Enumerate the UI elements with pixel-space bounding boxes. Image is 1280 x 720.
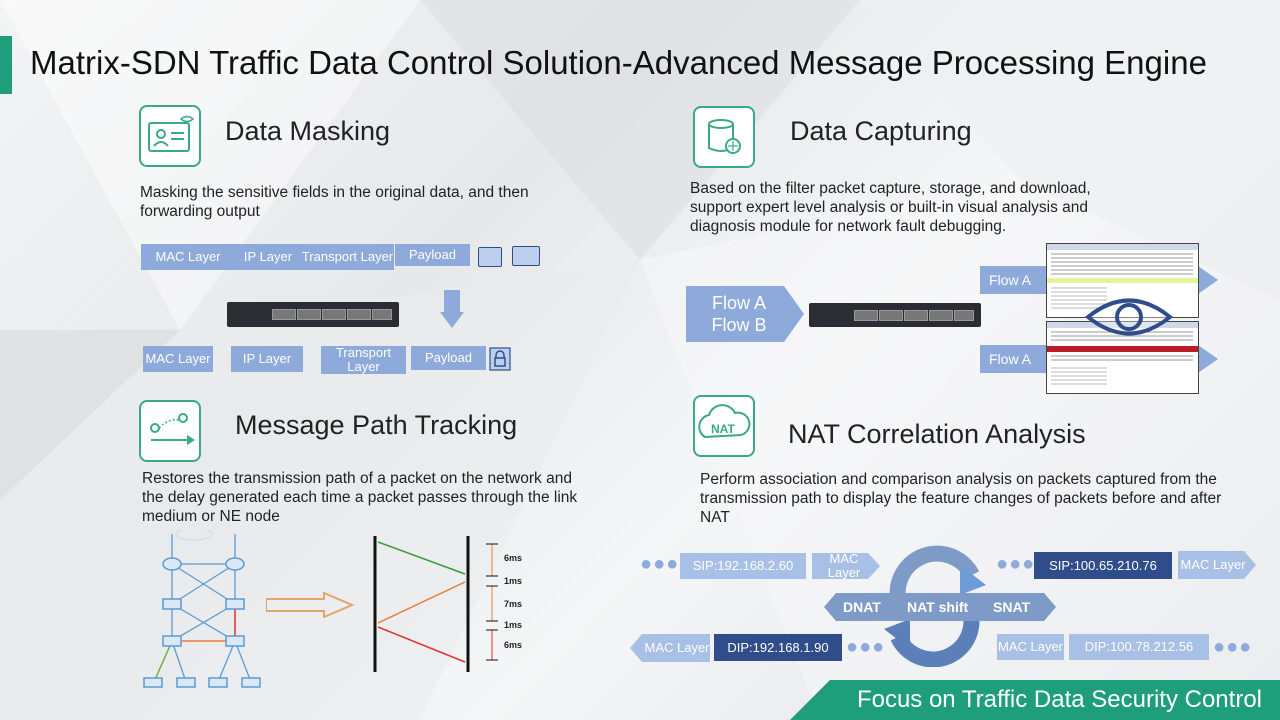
sip-public: SIP:100.65.210.76 xyxy=(1034,552,1172,579)
footer-text: Focus on Traffic Data Security Control xyxy=(856,686,1262,713)
nat-shift-label: NAT shift xyxy=(907,599,969,615)
masking-transport-layer-top: Transport Layer xyxy=(301,244,394,270)
nat-icon: NAT xyxy=(693,395,755,457)
flow-input-labels: Flow A Flow B xyxy=(700,292,778,336)
delay-label-2: 1ms xyxy=(504,576,523,586)
tracking-description: Restores the transmission path of a pack… xyxy=(142,470,578,525)
sip-private: SIP:192.168.2.60 xyxy=(680,553,806,579)
eye-icon xyxy=(1084,298,1174,336)
network-topology-diagram xyxy=(143,530,261,688)
mac-layer-arrow-2 xyxy=(1178,551,1256,579)
svg-text:NAT: NAT xyxy=(711,422,735,436)
dip-public: DIP:100.78.212.56 xyxy=(1069,634,1209,660)
flow-a-output-2: Flow A xyxy=(989,351,1032,367)
network-switch-device xyxy=(227,302,399,327)
dnat-label: DNAT xyxy=(843,599,881,615)
delay-label-4: 1ms xyxy=(504,620,523,630)
flow-a-input: Flow A xyxy=(711,293,767,313)
card-icon xyxy=(478,247,502,267)
nat-shift-band xyxy=(824,593,1056,621)
lock-icon xyxy=(489,347,511,371)
snat-label: SNAT xyxy=(993,599,1031,615)
ellipsis-right-bottom: ●●● xyxy=(1213,636,1253,658)
masking-payload-top: Payload xyxy=(395,244,470,266)
masking-payload-bottom: Payload xyxy=(411,346,486,370)
ellipsis-left-top: ●●● xyxy=(640,553,680,575)
ellipsis-right-top: ●●● xyxy=(996,553,1036,575)
dip-private: DIP:192.168.1.90 xyxy=(714,634,842,661)
title-accent-bar xyxy=(0,36,12,94)
right-arrow-icon xyxy=(266,592,354,618)
masking-description: Masking the sensitive fields in the orig… xyxy=(140,184,529,220)
delay-label-1: 6ms xyxy=(504,553,523,563)
mac-layer-4: MAC Layer xyxy=(997,634,1064,660)
database-capture-icon xyxy=(693,106,755,168)
flow-input-arrow xyxy=(686,286,804,342)
tracking-title: Message Path Tracking xyxy=(235,410,518,440)
packet-capture-window-1 xyxy=(1046,243,1199,318)
mac-layer-3: MAC Layer xyxy=(644,640,710,655)
id-card-icon xyxy=(139,105,201,167)
masking-ip-layer-top: IP Layer xyxy=(235,244,301,270)
flow-a-output-1: Flow A xyxy=(989,272,1032,288)
masking-mac-layer-top: MAC Layer xyxy=(141,244,235,270)
masking-title: Data Masking xyxy=(225,116,391,146)
mac-layer-1: MAC Layer xyxy=(827,551,861,580)
footer-banner: Focus on Traffic Data Security Control xyxy=(790,680,1280,720)
delay-timeline-diagram xyxy=(373,536,470,672)
nat-description: Perform association and comparison analy… xyxy=(700,471,1222,526)
capture-switch-device xyxy=(809,303,981,327)
ellipsis-left-bottom: ●●● xyxy=(846,636,886,658)
mac-layer-arrow-1 xyxy=(812,553,880,579)
page-title: Matrix-SDN Traffic Data Control Solution… xyxy=(30,44,1207,81)
nat-title: NAT Correlation Analysis xyxy=(788,419,1086,449)
masking-transport-layer-bottom: Transport Layer xyxy=(321,346,406,374)
capturing-title: Data Capturing xyxy=(790,116,972,146)
id-badge-icon xyxy=(512,246,540,266)
masking-ip-layer-bottom: IP Layer xyxy=(231,346,303,372)
delay-scale xyxy=(486,543,498,661)
delay-label-3: 7ms xyxy=(504,599,523,609)
flow-b-input: Flow B xyxy=(711,315,767,335)
mac-layer-2: MAC Layer xyxy=(1180,557,1246,572)
down-arrow-icon xyxy=(440,290,464,328)
mac-layer-arrow-3 xyxy=(630,634,710,662)
capturing-description: Based on the filter packet capture, stor… xyxy=(690,180,1091,235)
path-tracking-icon xyxy=(139,400,201,462)
masking-mac-layer-bottom: MAC Layer xyxy=(143,346,213,372)
delay-label-5: 6ms xyxy=(504,640,523,650)
